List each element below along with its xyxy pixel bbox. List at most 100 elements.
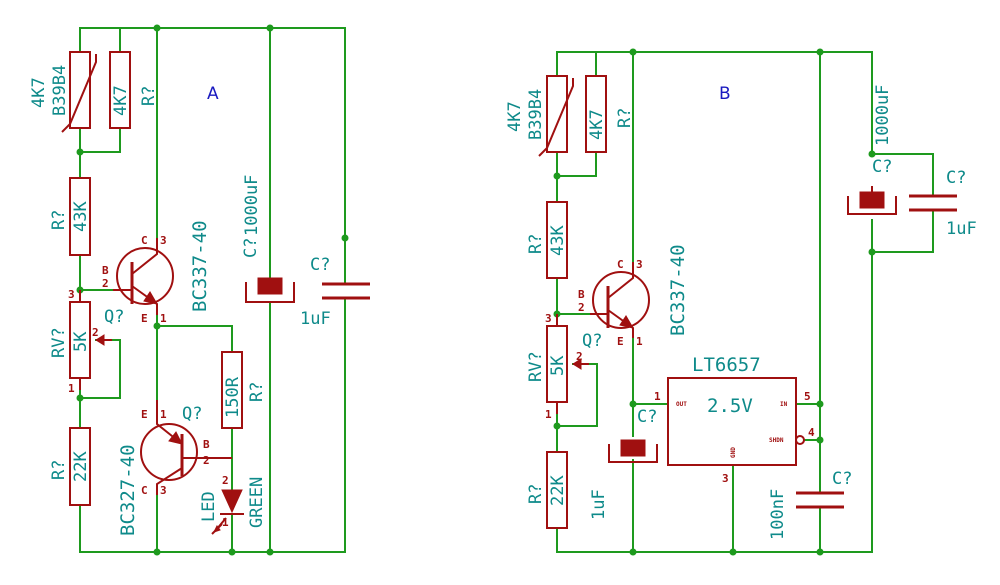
circuit-b-q1-pin-b: B (578, 288, 585, 301)
circuit-a-q1-pin-e-num: 1 (160, 312, 167, 325)
circuit-a-thermistor-part: B39B4 (50, 65, 70, 116)
circuit-a-q2-pin-c-num: 3 (160, 484, 167, 497)
circuit-a-resistor-43k: 43K R? (49, 177, 91, 256)
circuit-a-title: A (207, 84, 219, 104)
circuit-a-resistor-22k: 22K R? (49, 427, 91, 506)
circuit-b-pot-pin-top: 3 (545, 312, 552, 325)
circuit-b-c-bulk-ref: C? (872, 157, 892, 177)
circuit-b-c-out-value: 1uF (589, 489, 609, 520)
circuit-a-r22k-value: 22K (71, 451, 91, 482)
circuit-b-q1-pin-e-num: 1 (636, 335, 643, 348)
circuit-b-regulator-pin-shdn-num: 4 (808, 426, 815, 439)
circuit-a-q1-part: BC337-40 (189, 220, 211, 312)
circuit-a-led-label: LED (199, 491, 219, 522)
circuit-b-resistor-43k: 43K R? (526, 201, 568, 279)
circuit-a-pot-ref: RV? (49, 327, 69, 358)
circuit-b-r22k-ref: R? (526, 484, 546, 504)
circuit-a-c-bulk-ref: C? (241, 238, 261, 258)
circuit-b-r-top-value: 4K7 (587, 109, 607, 140)
circuit-b-q1-part: BC337-40 (667, 244, 689, 336)
circuit-a-resistor-150r: 150R R? (221, 351, 267, 429)
circuit-b-q1-pin-c-num: 3 (636, 258, 643, 271)
circuit-b-c-out-ref: C? (637, 407, 657, 427)
circuit-a-q2-pin-e-num: 1 (160, 408, 167, 421)
circuit-a-transistor-q1: C 3 B 2 E 1 Q? BC337-40 (102, 220, 211, 327)
circuit-b-r-top-ref: R? (615, 108, 635, 128)
circuit-b-regulator-pin-out-num: 1 (654, 390, 661, 403)
circuit-b-potentiometer: 5K RV? 3 2 1 (526, 312, 589, 421)
circuit-a-pot-pin-bottom: 1 (68, 382, 75, 395)
circuit-a-r150-value: 150R (223, 376, 243, 418)
circuit-b-capacitor-bulk: C? 1000uF (847, 85, 897, 215)
circuit-a-q1-pin-c: C (141, 234, 148, 247)
circuit-b-resistor-22k: 22K R? (526, 451, 568, 529)
circuit-b: B 4K7 B39B4 4K7 R? 43K R? 5K RV? 3 2 1 2… (505, 48, 977, 556)
circuit-b-regulator-pin-gnd: GND (730, 447, 737, 458)
circuit-b-resistor-4k7: 4K7 R? (585, 75, 635, 153)
circuit-a-r-top-value: 4K7 (111, 85, 131, 116)
circuit-a-capacitor-bulk: C? 1000uF (241, 175, 295, 303)
circuit-b-c-in-value: 100nF (768, 489, 788, 540)
circuit-b-regulator-voltage: 2.5V (707, 395, 753, 417)
circuit-a-q1-ref: Q? (104, 307, 124, 327)
circuit-b-r43k-value: 43K (548, 225, 568, 256)
circuit-a-q1-pin-b: B (102, 264, 109, 277)
circuit-a-led-color: GREEN (247, 477, 267, 528)
circuit-a-q1-pin-b-num: 2 (102, 277, 109, 290)
circuit-a-potentiometer: 5K RV? 3 2 1 (49, 288, 112, 395)
circuit-a-q2-part: BC327-40 (117, 444, 139, 536)
circuit-b-c-in-ref: C? (832, 469, 852, 489)
circuit-a-pot-pin-top: 3 (68, 288, 75, 301)
circuit-b-c-small-value: 1uF (946, 219, 977, 239)
circuit-b-c-small-ref: C? (946, 168, 966, 188)
circuit-b-regulator-pin-in-num: 5 (804, 390, 811, 403)
circuit-b-thermistor-part: B39B4 (526, 89, 546, 140)
circuit-b-regulator-pin-gnd-num: 3 (722, 472, 729, 485)
circuit-a-r150-ref: R? (247, 382, 267, 402)
circuit-a-r43k-ref: R? (49, 210, 69, 230)
circuit-a-c-small-value: 1uF (300, 309, 331, 329)
circuit-a-q2-pin-b-num: 2 (203, 454, 210, 467)
circuit-b-q1-ref: Q? (582, 331, 602, 351)
circuit-a-transistor-q2: E 1 B 2 C 3 Q? BC327-40 (117, 400, 232, 536)
circuit-b-q1-pin-c: C (617, 258, 624, 271)
circuit-b-regulator-part: LT6657 (692, 354, 761, 376)
circuit-a-led-pin-top: 2 (222, 474, 229, 487)
circuit-b-q1-pin-e: E (617, 335, 624, 348)
circuit-a-q1-pin-c-num: 3 (160, 234, 167, 247)
circuit-a-c-bulk-value: 1000uF (242, 175, 262, 236)
circuit-b-capacitor-out: C? 1uF (589, 407, 658, 520)
circuit-b-transistor-q1: C 3 B 2 E 1 Q? BC337-40 (578, 244, 689, 351)
circuit-a-q2-pin-c: C (141, 484, 148, 497)
circuit-a-thermistor-value: 4K7 (29, 77, 49, 108)
circuit-b-title: B (719, 84, 731, 104)
circuit-b-regulator-pin-in: IN (780, 401, 788, 408)
circuit-a-pot-value: 5K (71, 331, 91, 352)
circuit-a-resistor-4k7: 4K7 R? (109, 51, 159, 129)
circuit-b-regulator: LT6657 2.5V OUT 1 IN 5 SHDN 4 GND 3 (654, 354, 815, 485)
circuit-b-r43k-ref: R? (526, 234, 546, 254)
circuit-a-q2-pin-b: B (203, 438, 210, 451)
circuit-b-pot-ref: RV? (526, 351, 546, 382)
circuit-b-pot-pin-bottom: 1 (545, 408, 552, 421)
circuit-b-pot-pin-wiper: 2 (576, 350, 583, 363)
circuit-b-thermistor: 4K7 B39B4 (505, 75, 574, 157)
circuit-b-c-bulk-value: 1000uF (873, 85, 893, 146)
circuit-b-r22k-value: 22K (548, 475, 568, 506)
circuit-a-capacitor-small: C? 1uF (300, 255, 370, 329)
circuit-a-c-small-ref: C? (310, 255, 330, 275)
circuit-b-capacitor-in: C? 100nF (768, 469, 852, 540)
circuit-b-regulator-pin-out: OUT (676, 401, 687, 408)
circuit-a-r-top-ref: R? (139, 86, 159, 106)
circuit-a: A 4K7 B39B4 4K7 R? 43K R? 5K RV? 3 2 1 2… (29, 24, 370, 556)
circuit-b-pot-value: 5K (548, 355, 568, 376)
circuit-b-capacitor-small: C? 1uF (909, 168, 977, 239)
circuit-a-r43k-value: 43K (71, 201, 91, 232)
circuit-b-junctions (553, 48, 876, 556)
circuit-a-led: 2 1 LED GREEN (199, 474, 267, 535)
circuit-b-regulator-pin-shdn: SHDN (769, 437, 784, 444)
circuit-b-thermistor-value: 4K7 (505, 101, 525, 132)
circuit-a-thermistor: 4K7 B39B4 (29, 51, 97, 133)
circuit-a-q2-pin-e: E (141, 408, 148, 421)
